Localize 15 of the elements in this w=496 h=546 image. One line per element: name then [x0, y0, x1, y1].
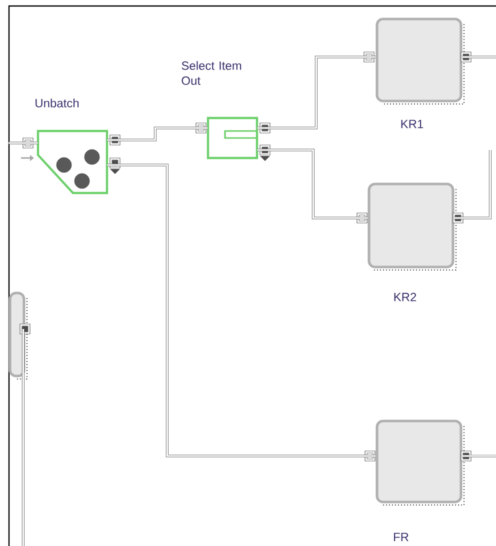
connector — [462, 454, 496, 458]
block-label: KR2 — [394, 292, 416, 302]
block-label: FR — [394, 532, 408, 542]
activity-block — [8, 292, 30, 380]
connector — [462, 56, 496, 58]
connector — [454, 150, 492, 220]
block-label: KR1 — [401, 120, 424, 128]
connector — [107, 164, 376, 458]
connector — [257, 148, 368, 220]
connector — [107, 126, 208, 142]
connector — [8, 142, 38, 144]
connector — [22, 329, 24, 546]
block-label: Unbatch — [36, 98, 79, 108]
connector — [257, 56, 376, 130]
block-label: Select Item Out — [182, 61, 242, 85]
